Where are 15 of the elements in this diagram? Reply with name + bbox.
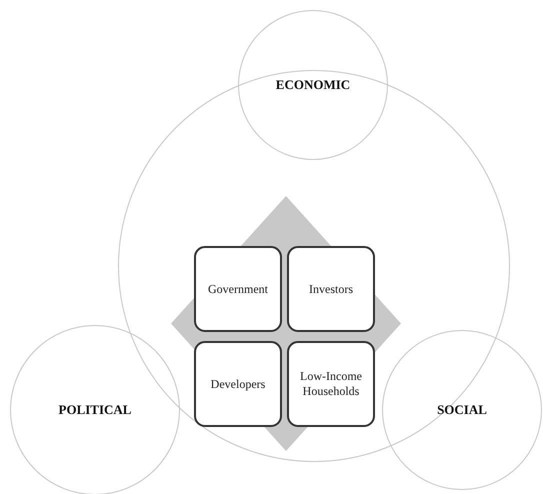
box-label: Investors [308,282,354,296]
box-label: Developers [210,376,266,392]
circle-label: ECONOMIC [276,77,350,93]
rounded-box [287,341,375,427]
circle-label: POLITICAL [58,402,132,418]
circle-label: SOCIAL [437,402,487,418]
box-label: Government [207,282,269,296]
circle [10,325,180,494]
rounded-box [194,246,282,332]
circle [238,10,388,160]
diamond-shape [171,196,401,451]
circle [382,330,542,490]
rounded-box [287,246,375,332]
box-label: Low-Income Households [299,369,363,399]
rounded-box [194,341,282,427]
